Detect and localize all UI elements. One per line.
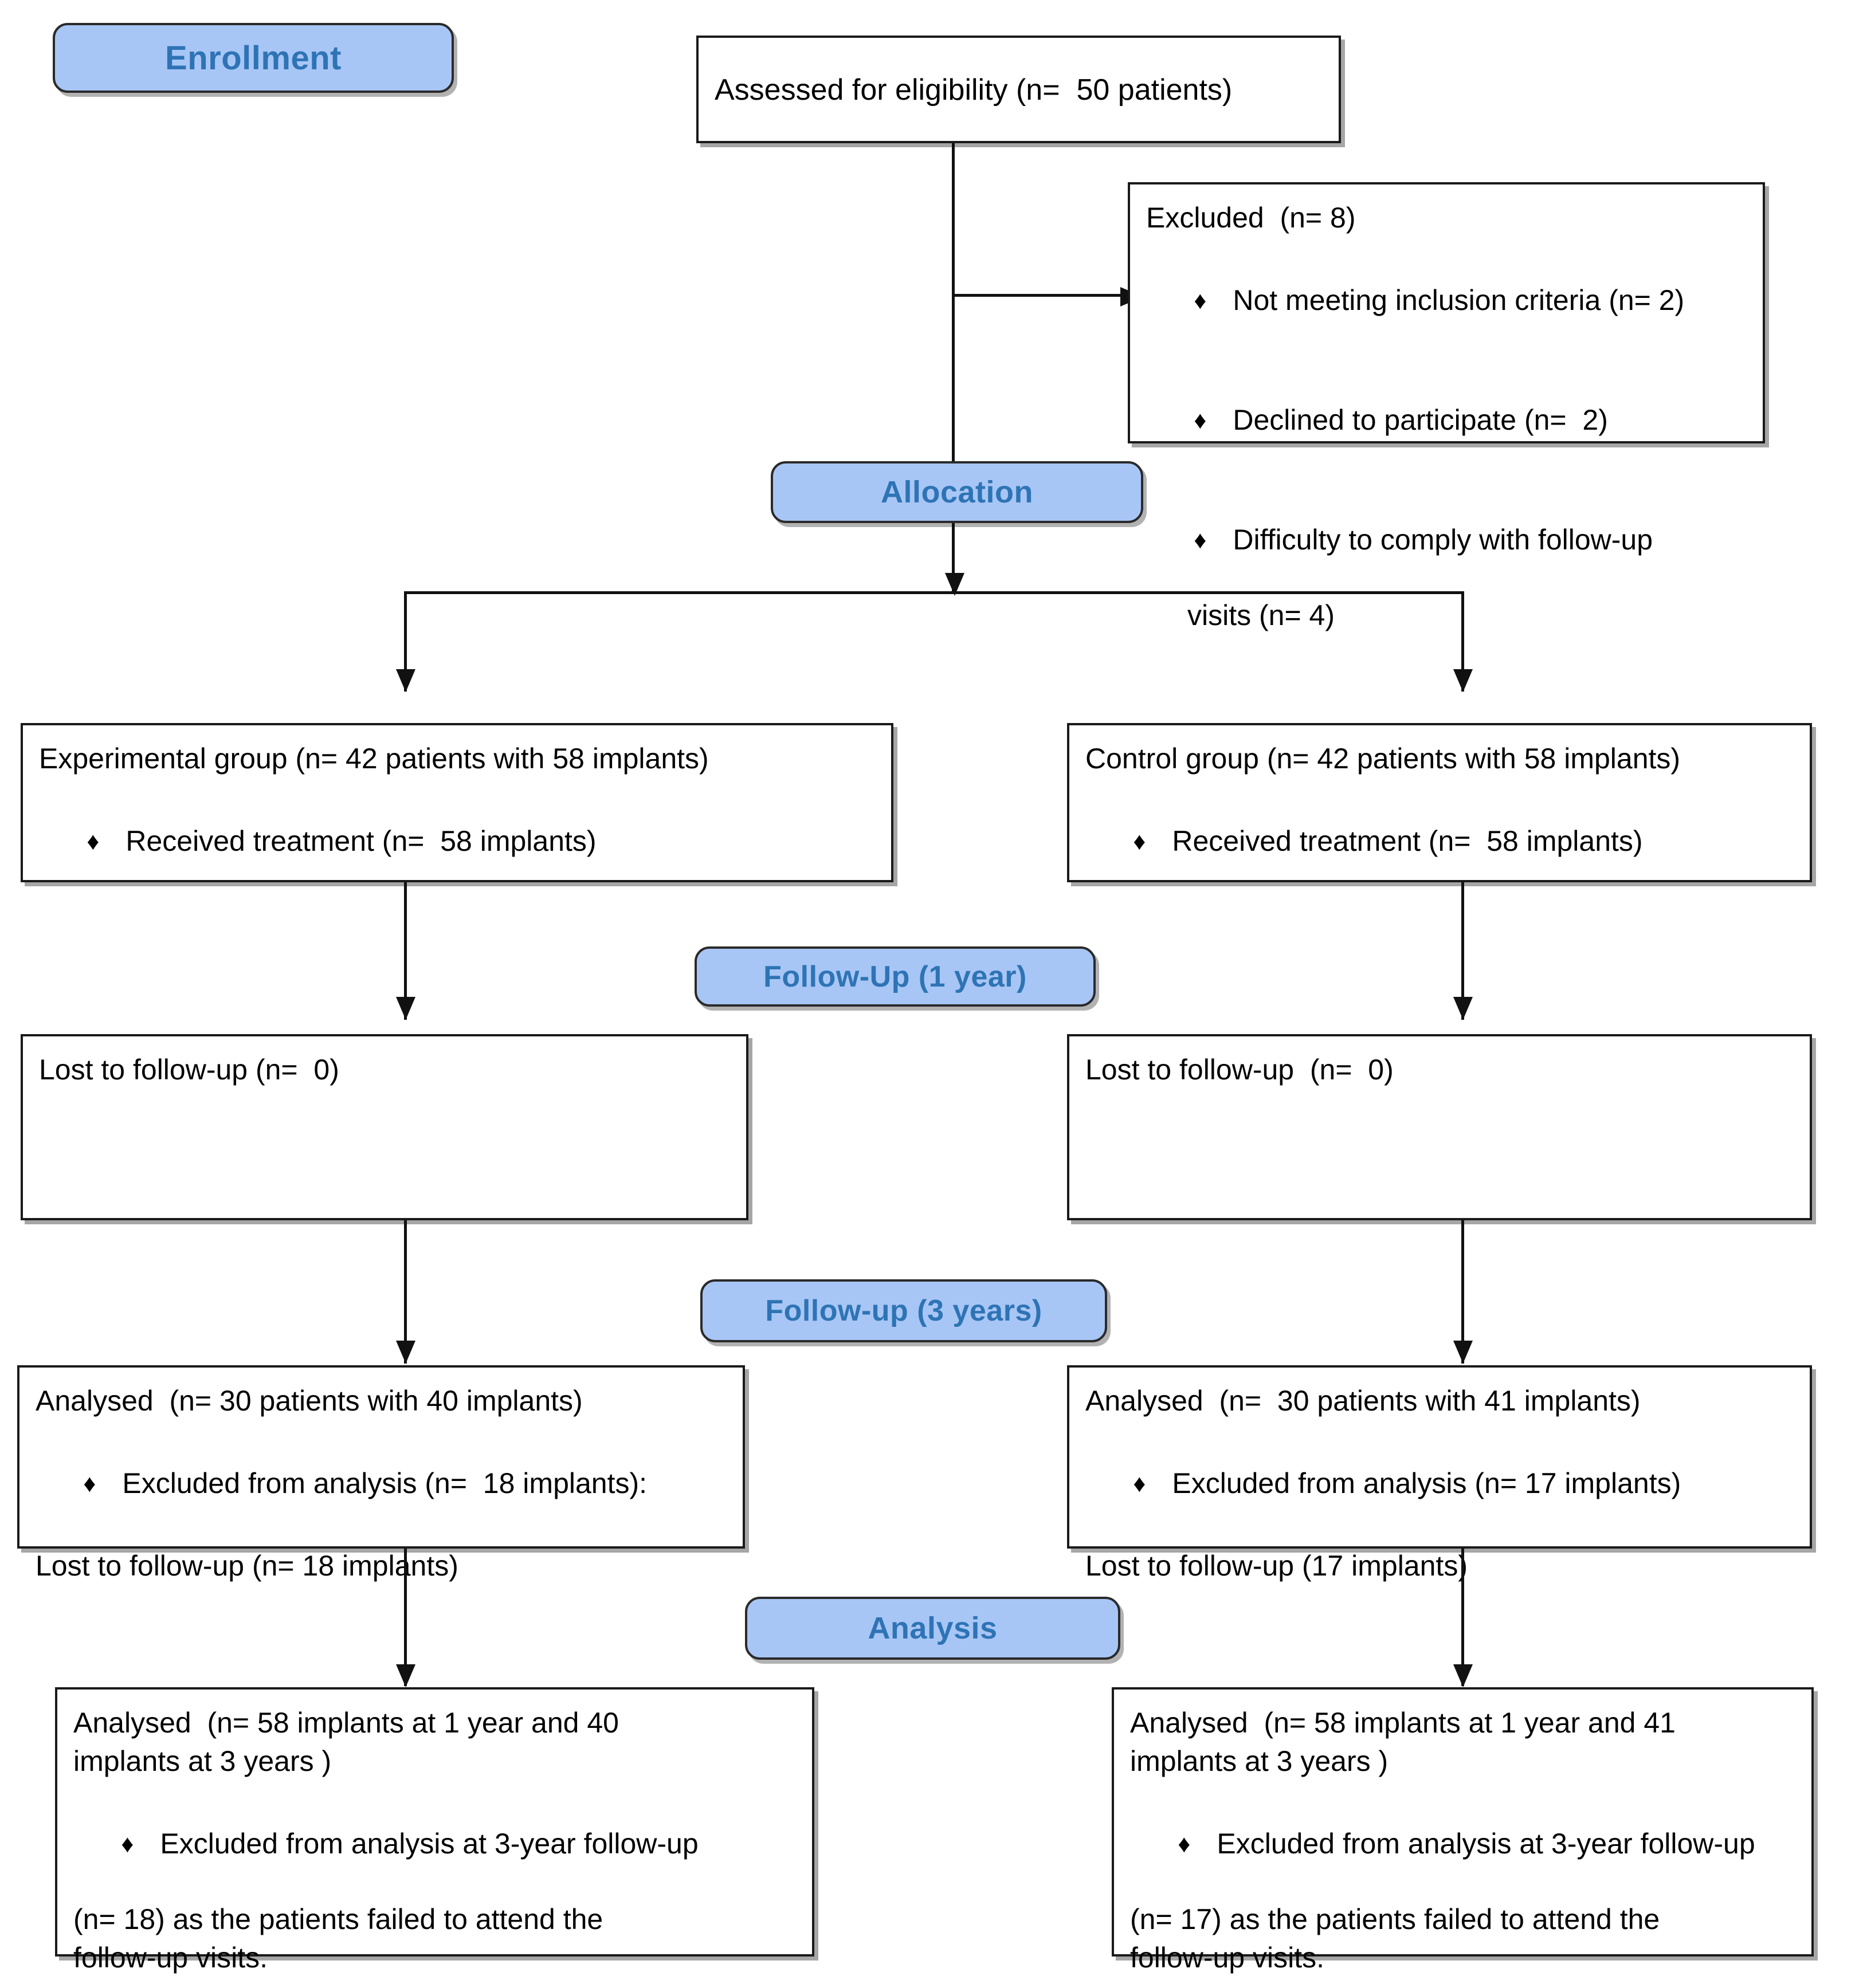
stage-label-allocation-text: Allocation: [880, 475, 1033, 509]
arrowhead-analysed-left-to-analysis: [396, 1664, 415, 1687]
control-group-line-1: Control group (n= 42 patients with 58 im…: [1085, 742, 1681, 775]
excluded-item-2-row: ♦ Declined to participate (n= 2): [1146, 364, 1748, 476]
analysis-left-line-2: implants at 3 years ): [73, 1745, 332, 1777]
assessed-eligibility-text: Assessed for eligibility (n= 50 patients…: [715, 73, 1233, 107]
box-analysis-right: Analysed (n= 58 implants at 1 year and 4…: [1112, 1687, 1814, 1974]
stage-label-analysis-text: Analysis: [868, 1611, 998, 1645]
stage-label-followup-3-years: Follow-up (3 years): [700, 1279, 1107, 1342]
analysed-3y-right-line-2: Excluded from analysis (n= 17 implants): [1172, 1467, 1681, 1499]
analysed-3y-left-line-2: Excluded from analysis (n= 18 implants):: [122, 1467, 648, 1499]
box-assessed-for-eligibility: Assessed for eligibility (n= 50 patients…: [696, 36, 1341, 143]
excluded-item-3: Difficulty to comply with follow-up: [1233, 524, 1653, 556]
analysed-3y-right-line-1: Analysed (n= 30 patients with 41 implant…: [1085, 1385, 1641, 1417]
stage-label-enrollment-text: Enrollment: [165, 39, 342, 77]
box-analysed-3y-right: Analysed (n= 30 patients with 41 implant…: [1067, 1365, 1812, 1582]
analysis-right-line-3: Excluded from analysis at 3-year follow-…: [1217, 1828, 1755, 1860]
analysed-3y-right-line-3: Lost to follow-up (17 implants): [1085, 1550, 1468, 1582]
arrowhead-right-branch: [1453, 669, 1473, 692]
analysis-right-line-5: follow-up visits.: [1130, 1942, 1324, 1974]
connector-allocation-left-branch: [404, 591, 407, 692]
analysed-3y-left-line-1: Analysed (n= 30 patients with 40 implant…: [36, 1385, 583, 1417]
connector-allocation-right-branch: [1461, 591, 1464, 692]
diamond-bullet-icon: ♦: [1133, 1470, 1146, 1498]
analysis-left-line-1: Analysed (n= 58 implants at 1 year and 4…: [73, 1707, 619, 1739]
arrowhead-control-to-lost-1y: [1453, 997, 1473, 1020]
box-lost-to-followup-left: Lost to follow-up (n= 0): [21, 1034, 748, 1220]
box-analysis-left: Analysed (n= 58 implants at 1 year and 4…: [55, 1687, 814, 1974]
diamond-bullet-icon: ♦: [83, 1470, 96, 1498]
box-experimental-group: Experimental group (n= 42 patients with …: [21, 723, 893, 882]
analysis-right-line-4: (n= 17) as the patients failed to attend…: [1130, 1903, 1660, 1935]
experimental-group-line-1: Experimental group (n= 42 patients with …: [39, 742, 709, 775]
analysed-3y-right-line-2-row: ♦ Excluded from analysis (n= 17 implants): [1085, 1428, 1795, 1539]
excluded-item-3-continuation: visits (n= 4): [1187, 599, 1335, 631]
connector-lost-right-to-analysed-3y: [1461, 1220, 1464, 1364]
box-lost-to-followup-right: Lost to follow-up (n= 0): [1067, 1034, 1812, 1220]
diamond-bullet-icon: ♦: [1194, 527, 1207, 554]
connector-to-excluded: [952, 294, 1127, 297]
excluded-item-1: Not meeting inclusion criteria (n= 2): [1233, 284, 1685, 316]
stage-label-followup-1-year: Follow-Up (1 year): [695, 946, 1096, 1007]
connector-eligibility-to-allocation: [952, 143, 955, 461]
arrowhead-left-branch: [396, 669, 415, 692]
excluded-item-2: Declined to participate (n= 2): [1233, 404, 1608, 436]
box-analysed-3y-left: Analysed (n= 30 patients with 40 implant…: [17, 1365, 745, 1582]
box-excluded: Excluded (n= 8) ♦ Not meeting inclusion c…: [1128, 182, 1765, 631]
diamond-bullet-icon: ♦: [1194, 287, 1207, 315]
excluded-item-1-row: ♦ Not meeting inclusion criteria (n= 2): [1146, 245, 1748, 356]
connector-allocation-down: [952, 523, 955, 592]
analysis-left-line-3: Excluded from analysis at 3-year follow-…: [160, 1828, 699, 1860]
diamond-bullet-icon: ♦: [121, 1830, 134, 1858]
analysis-left-line-4: (n= 18) as the patients failed to attend…: [73, 1903, 603, 1935]
arrowhead-lost-right-to-analysed-3y: [1453, 1341, 1473, 1364]
analysis-left-line-3-row: ♦ Excluded from analysis at 3-year follow…: [73, 1788, 797, 1900]
analysis-right-line-2: implants at 3 years ): [1130, 1745, 1389, 1777]
lost-to-followup-right-text: Lost to follow-up (n= 0): [1085, 1054, 1394, 1086]
excluded-heading: Excluded (n= 8): [1146, 202, 1356, 234]
stage-label-enrollment: Enrollment: [53, 23, 454, 93]
connector-lost-left-to-analysed-3y: [404, 1220, 407, 1364]
excluded-item-3-row: ♦ Difficulty to comply with follow-up: [1146, 484, 1748, 596]
connector-experimental-to-lost-1y: [404, 882, 407, 1020]
connector-allocation-split-bar: [404, 591, 1464, 594]
analysed-3y-left-line-2-row: ♦ Excluded from analysis (n= 18 implants)…: [36, 1428, 728, 1539]
control-group-line-2-row: ♦ Received treatment (n= 58 implants): [1085, 785, 1795, 897]
lost-to-followup-left-text: Lost to follow-up (n= 0): [39, 1054, 339, 1086]
analysed-3y-left-line-3: Lost to follow-up (n= 18 implants): [36, 1550, 458, 1582]
connector-analysed-right-to-analysis: [1461, 1549, 1464, 1686]
diamond-bullet-icon: ♦: [1194, 407, 1207, 434]
connector-analysed-left-to-analysis: [404, 1549, 407, 1686]
diamond-bullet-icon: ♦: [1133, 828, 1146, 855]
analysis-right-line-1: Analysed (n= 58 implants at 1 year and 4…: [1130, 1707, 1676, 1739]
analysis-right-line-3-row: ♦ Excluded from analysis at 3-year follow…: [1130, 1788, 1797, 1900]
experimental-group-line-2: Received treatment (n= 58 implants): [125, 825, 597, 857]
arrowhead-experimental-to-lost-1y: [396, 997, 415, 1020]
stage-label-followup-3-years-text: Follow-up (3 years): [765, 1294, 1042, 1327]
control-group-line-2: Received treatment (n= 58 implants): [1172, 825, 1643, 857]
box-control-group: Control group (n= 42 patients with 58 im…: [1067, 723, 1812, 882]
connector-control-to-lost-1y: [1461, 882, 1464, 1020]
experimental-group-line-2-row: ♦ Received treatment (n= 58 implants): [39, 785, 876, 897]
stage-label-followup-1-year-text: Follow-Up (1 year): [763, 960, 1027, 993]
analysis-left-line-5: follow-up visits.: [73, 1942, 268, 1974]
diamond-bullet-icon: ♦: [87, 828, 100, 855]
arrowhead-analysed-right-to-analysis: [1453, 1664, 1473, 1687]
stage-label-allocation: Allocation: [771, 461, 1143, 523]
diamond-bullet-icon: ♦: [1178, 1830, 1191, 1858]
arrowhead-lost-left-to-analysed-3y: [396, 1341, 415, 1364]
stage-label-analysis: Analysis: [745, 1597, 1120, 1660]
